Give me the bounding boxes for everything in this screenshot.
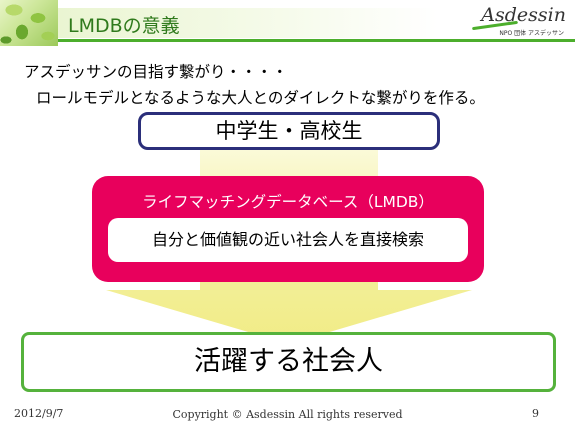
logo-subtitle: NPO 団体 アスデッサン (499, 30, 564, 37)
page-number: 9 (532, 407, 539, 420)
lmdb-search-box: 自分と価値観の近い社会人を直接検索 (108, 218, 468, 262)
students-box: 中学生・高校生 (138, 112, 440, 150)
lmdb-box: ライフマッチングデータベース（LMDB） 自分と価値観の近い社会人を直接検索 (92, 176, 484, 282)
intro-line-2: ロールモデルとなるような大人とのダイレクトな繋がりを作る。 (36, 89, 485, 107)
slide-header: LMDBの意義 Asdessin NPO 団体 アスデッサン (0, 0, 575, 46)
lmdb-label: ライフマッチングデータベース（LMDB） (142, 193, 434, 211)
logo-text: Asdessin (481, 4, 566, 26)
footer-copyright: Copyright © Asdessin All rights reserved (172, 408, 403, 421)
footer-date: 2012/9/7 (14, 407, 64, 420)
slide-title: LMDBの意義 (68, 15, 180, 37)
asdessin-logo: Asdessin NPO 団体 アスデッサン (470, 4, 570, 38)
header-divider (58, 39, 575, 42)
title-banner: LMDBの意義 (58, 8, 438, 38)
leaf-decoration-image (0, 0, 58, 46)
intro-line-1: アスデッサンの目指す繋がり・・・・ (24, 63, 288, 81)
working-adults-box: 活躍する社会人 (21, 332, 556, 392)
